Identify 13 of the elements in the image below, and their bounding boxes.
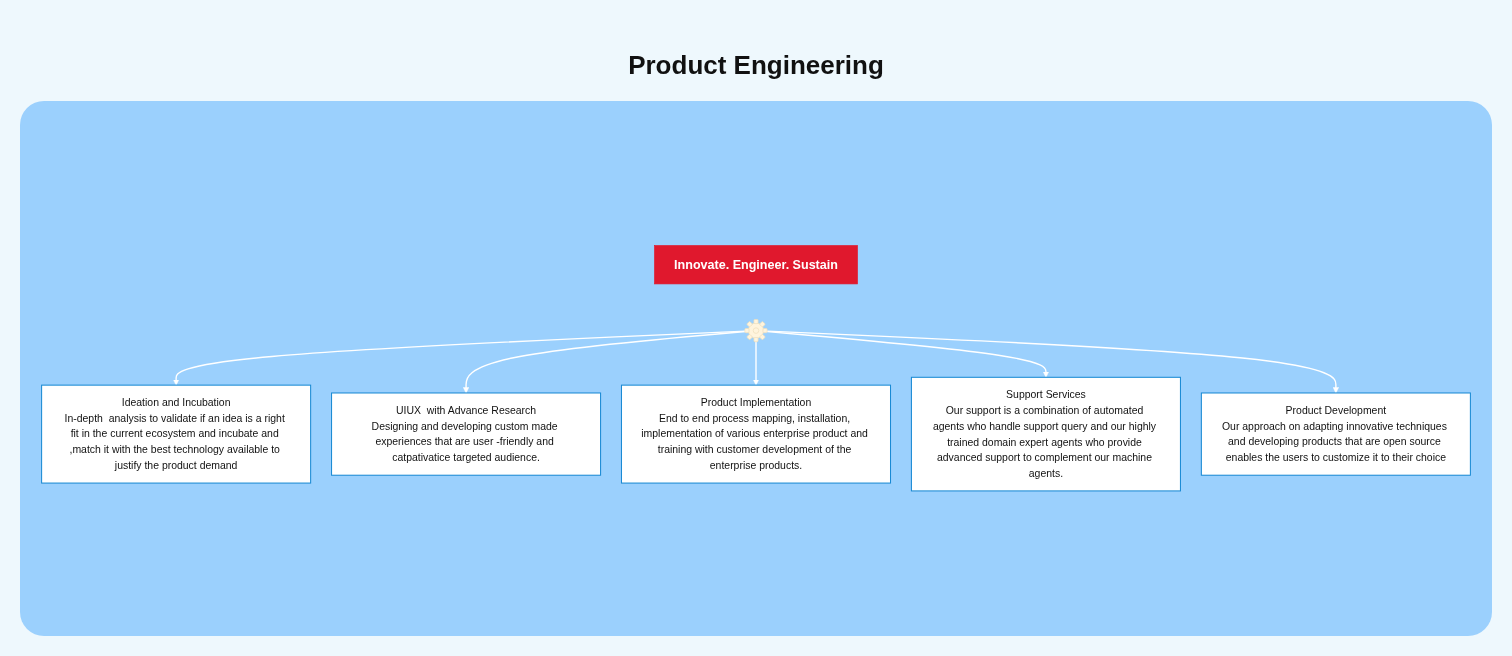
diagram-title: Product Engineering bbox=[628, 50, 884, 81]
node-box bbox=[1200, 392, 1471, 476]
node-box bbox=[331, 392, 602, 476]
arrow bbox=[463, 330, 752, 394]
node-box bbox=[620, 384, 892, 484]
arrow bbox=[760, 330, 1339, 394]
node-box bbox=[910, 377, 1181, 492]
arrow bbox=[752, 335, 760, 386]
diagram-panel: Innovate. Engineer. Sustain Ideation and Incubation In-depth analysis to validate if an idea is a right fit in the current ecosystem and incubate and ,match it with the best technology available to justify the product demand UIUX with Advance Research Designing and developing custom made experiences that are user -friendly and catpativatice targeted audience. Product Implementation End to end process mapping, installation, implementation of various enterprise product and training with customer development of the enterprise products. Support Services Our support is a combination of automated agents who handle support query and our highly trained domain expert agents who provide advanced support to complement our machine agents. Product Development Our approach on adapting innovative techniques and developing products that are open source enables the users to customize it to their choice bbox=[20, 101, 1492, 636]
node-box bbox=[41, 384, 312, 484]
node-box bbox=[654, 245, 858, 285]
arrow bbox=[760, 330, 1049, 378]
arrow bbox=[173, 330, 752, 386]
